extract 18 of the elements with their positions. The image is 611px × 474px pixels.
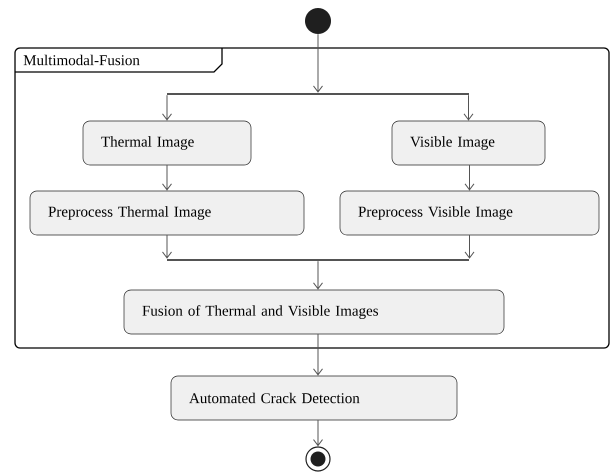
- arrow: [464, 94, 474, 121]
- arrow: [313, 334, 323, 376]
- action-box: Thermal Image: [82, 120, 252, 166]
- arrow: [464, 164, 474, 191]
- arrow: [313, 420, 323, 446]
- end-dot: [305, 446, 331, 472]
- arrow: [162, 94, 172, 121]
- arrow: [162, 164, 172, 191]
- action-box: Automated Crack Detection: [170, 376, 458, 420]
- action-box: Preprocess Visible Image: [340, 190, 600, 236]
- arrow: [464, 234, 474, 259]
- arrow: [313, 260, 323, 290]
- start-dot: [305, 8, 331, 34]
- action-box: Visible Image: [392, 120, 546, 166]
- action-box: Preprocess Thermal Image: [30, 190, 304, 236]
- arrow: [313, 34, 323, 93]
- action-box: Fusion of Thermal and Visible Images: [124, 290, 504, 334]
- arrow: [162, 234, 172, 259]
